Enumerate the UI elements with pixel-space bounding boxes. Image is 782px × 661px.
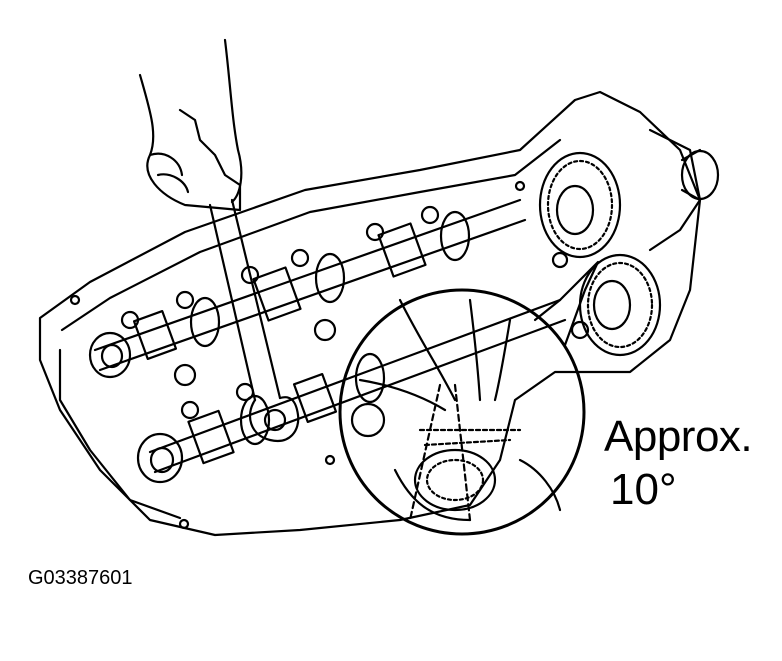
cylinder-head-inner-rim [60, 138, 562, 332]
timing-gear-upper [538, 151, 622, 259]
figure-code: G03387601 [28, 567, 133, 589]
magnified-detail [338, 260, 600, 536]
bearing-cap-bolts [120, 205, 590, 420]
hand [138, 38, 243, 212]
angle-callout-value: 10° [610, 465, 677, 514]
timing-gear-lower [578, 253, 662, 357]
cylinder-head-outline [38, 90, 702, 537]
drive-sprocket [648, 128, 720, 252]
camshaft-upper [88, 198, 527, 379]
wrench [208, 198, 300, 443]
angle-callout-label: Approx. [604, 412, 753, 461]
camshaft-lower [136, 298, 567, 484]
